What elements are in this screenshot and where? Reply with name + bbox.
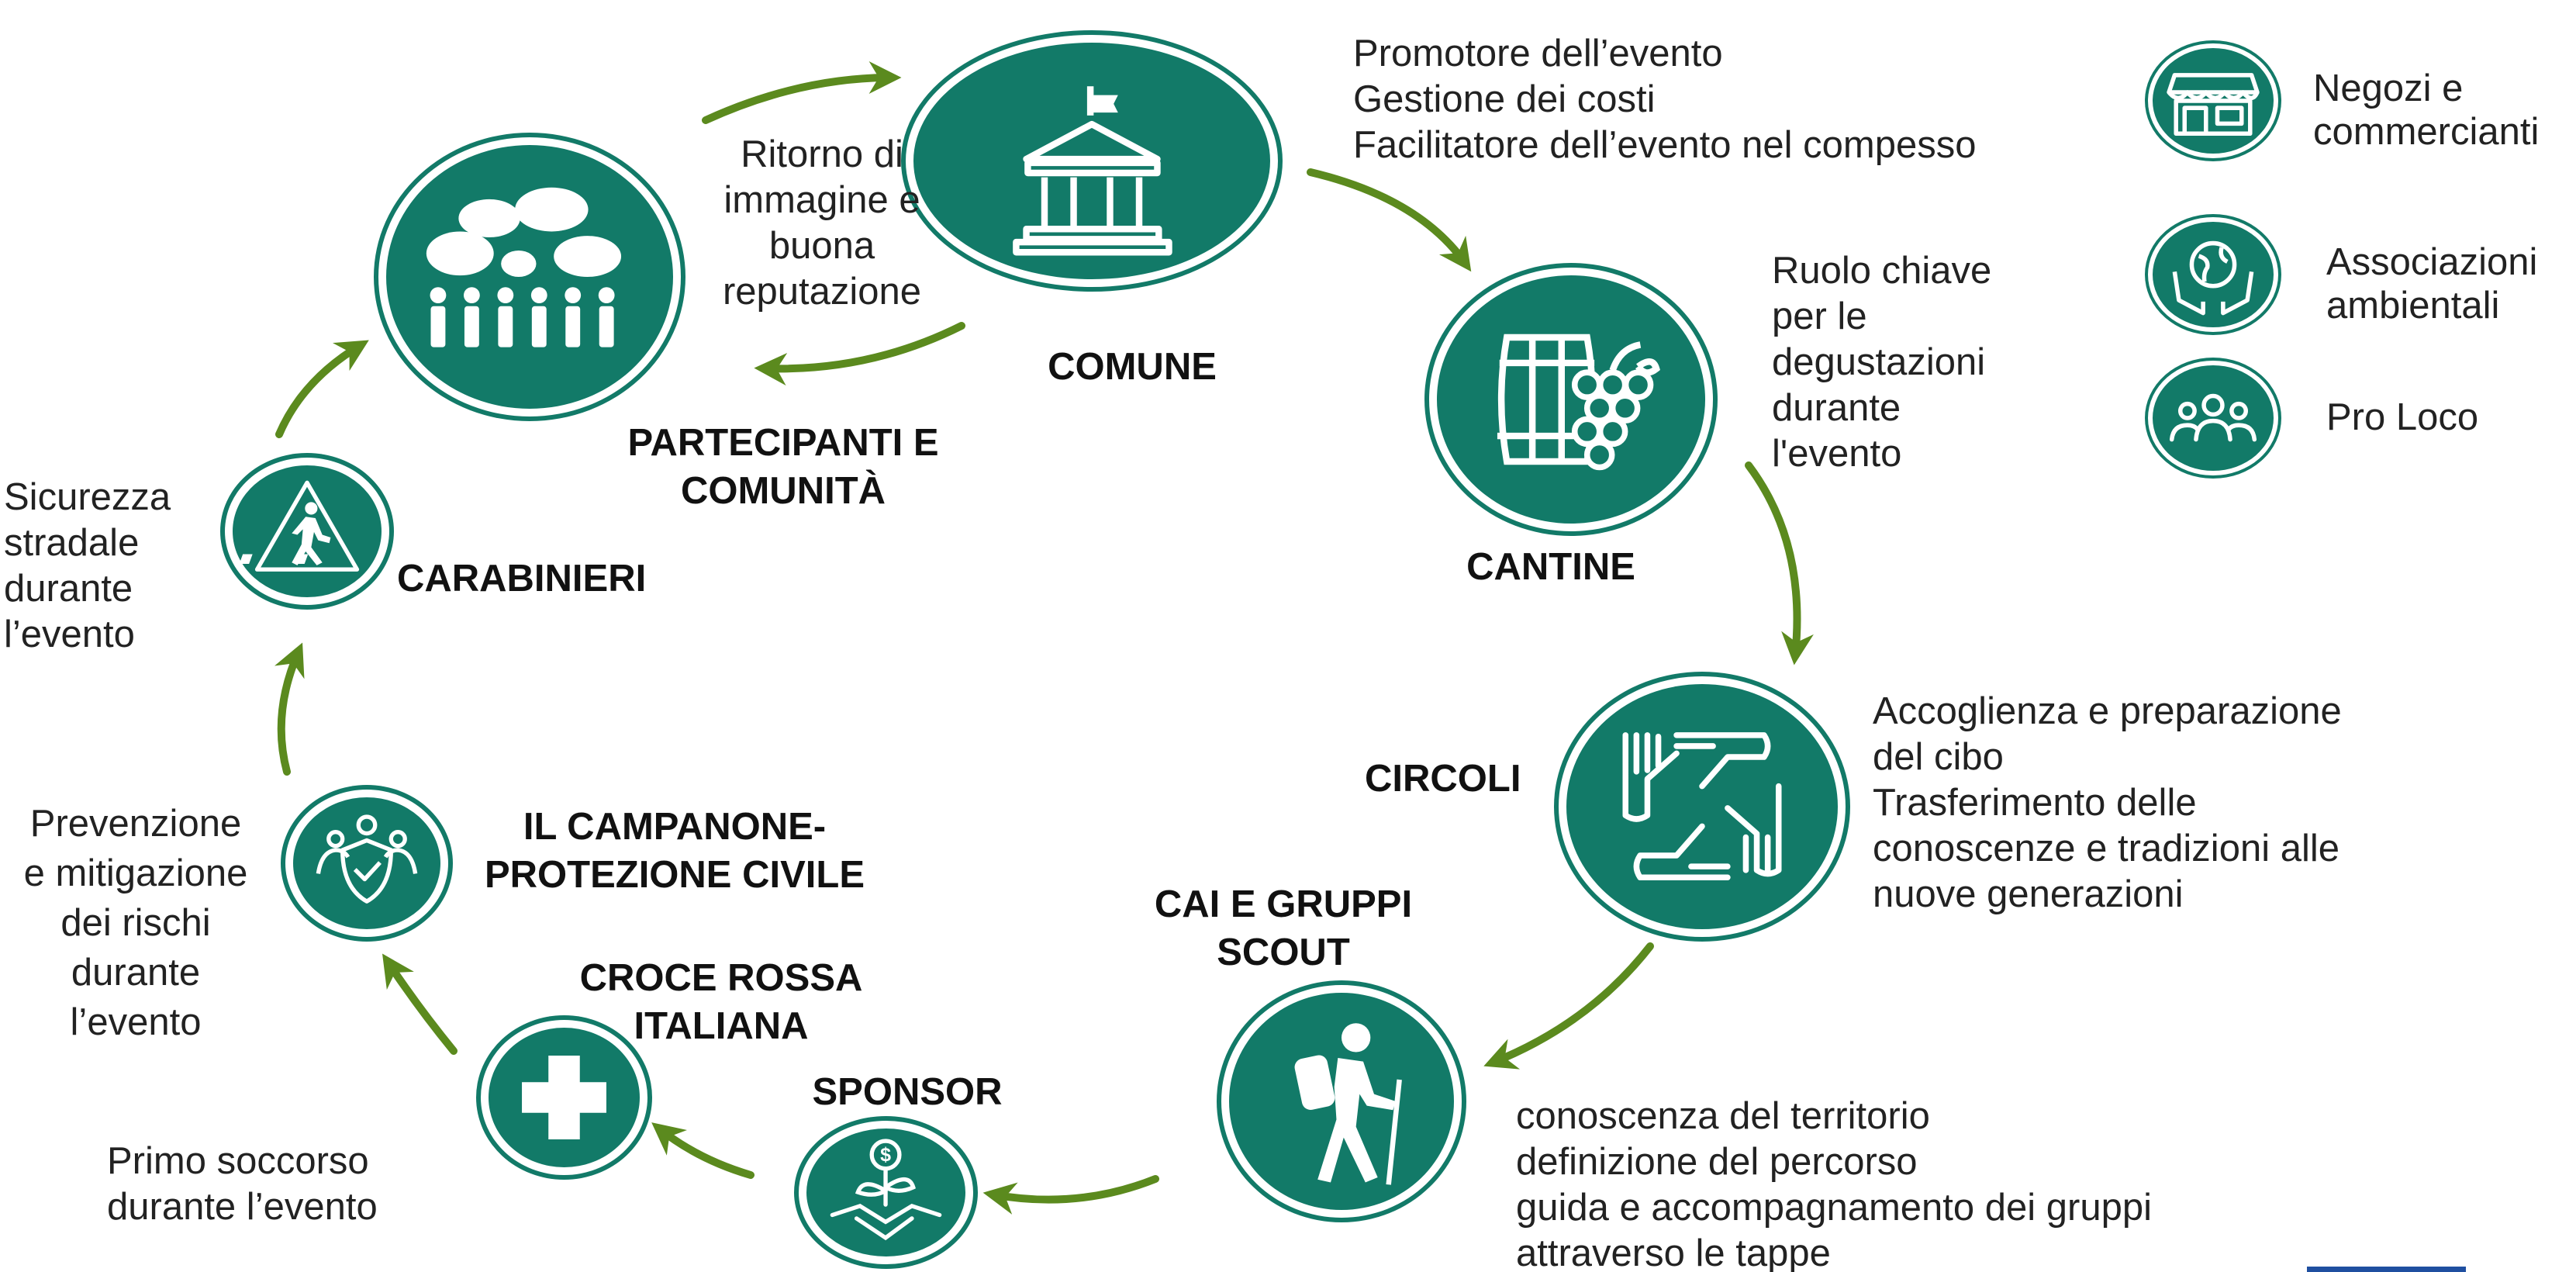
- protezione-civile-node: [285, 790, 448, 937]
- carabinieri-label: CARABINIERI: [397, 558, 647, 600]
- comune-label: COMUNE: [1048, 346, 1217, 388]
- carabinieri-node: [225, 458, 389, 605]
- croce-rossa-node: [481, 1020, 647, 1175]
- sponsor-label: SPONSOR: [812, 1071, 1003, 1113]
- legend-item-environment: [2148, 217, 2278, 332]
- arrow-comune-to-cantine: [1307, 168, 1472, 272]
- croce-rossa-label: CROCE ROSSA ITALIANA: [579, 957, 863, 1047]
- arrow-carabinieri-to-partecipanti: [275, 340, 369, 438]
- legend-item-shop: [2148, 43, 2278, 158]
- medical-cross-icon: [522, 1056, 606, 1139]
- comune-node: [906, 35, 1278, 287]
- arrow-cantine-to-circoli: [1745, 461, 1814, 665]
- globe-hands-icon: [2172, 240, 2254, 316]
- arrow-comune-to-partecipanti: [754, 322, 965, 386]
- arrow-croce-to-protezione: [382, 953, 458, 1055]
- cantine-description: Ruolo chiave per le degustazioni durante…: [1772, 250, 1992, 475]
- protezione-civile-description: Prevenzione e mitigazione dei rischi dur…: [23, 803, 248, 1043]
- arrow-partecipanti-to-comune: [702, 61, 902, 124]
- legend-label-shop: Negozi e commercianti: [2313, 67, 2540, 153]
- hiker-icon: [1294, 1023, 1402, 1185]
- pedestrian-crossing-icon: [239, 480, 360, 572]
- legend-item-proloco: [2148, 361, 2278, 475]
- croce-rossa-description: Primo soccorso durante l’evento: [107, 1140, 378, 1228]
- circoli-label: CIRCOLI: [1365, 758, 1521, 800]
- carabinieri-description: Sicurezza stradale durante l’evento: [4, 476, 171, 655]
- circoli-node: [1559, 676, 1846, 937]
- joined-hands-icon: [1622, 732, 1782, 880]
- people-shield-icon: [316, 814, 418, 904]
- money-plant-handshake-icon: $: [830, 1139, 942, 1241]
- arrow-sponsor-to-croce: [651, 1122, 754, 1179]
- wine-barrel-grapes-icon: [1497, 334, 1660, 471]
- protezione-civile-label: IL CAMPANONE- PROTEZIONE CIVILE: [484, 806, 865, 896]
- cantine-node: [1429, 268, 1713, 531]
- arrow-circoli-to-cai: [1483, 942, 1654, 1070]
- accent-line: [2307, 1267, 2466, 1272]
- circoli-description: Accoglienza e preparazione del cibo Tras…: [1873, 690, 2342, 915]
- cai-label: CAI E GRUPPI SCOUT: [1154, 883, 1413, 973]
- svg-text:$: $: [880, 1144, 891, 1166]
- shop-icon: [2167, 73, 2260, 137]
- sponsor-node: $: [799, 1121, 973, 1264]
- legend-label-proloco: Pro Loco: [2326, 396, 2479, 438]
- arrow-cai-to-sponsor: [982, 1175, 1159, 1215]
- crowd-speech-bubbles-icon: [426, 187, 622, 347]
- cantine-label: CANTINE: [1466, 546, 1635, 588]
- comune-description: Promotore dell’evento Gestione dei costi…: [1353, 33, 1977, 166]
- cai-node: [1221, 985, 1462, 1218]
- partecipanti-node: [378, 137, 681, 417]
- partecipanti-description: Ritorno di immagine e buona reputazione: [722, 133, 922, 313]
- cai-description: conoscenza del territorio definizione de…: [1516, 1095, 2152, 1272]
- arrow-protezione-to-carabinieri: [274, 642, 305, 776]
- town-hall-icon: [1013, 86, 1172, 256]
- partecipanti-label: PARTECIPANTI E COMUNITÀ: [627, 422, 939, 512]
- legend-label-environment: Associazioni ambientali: [2326, 241, 2538, 327]
- group-icon: [2169, 393, 2257, 442]
